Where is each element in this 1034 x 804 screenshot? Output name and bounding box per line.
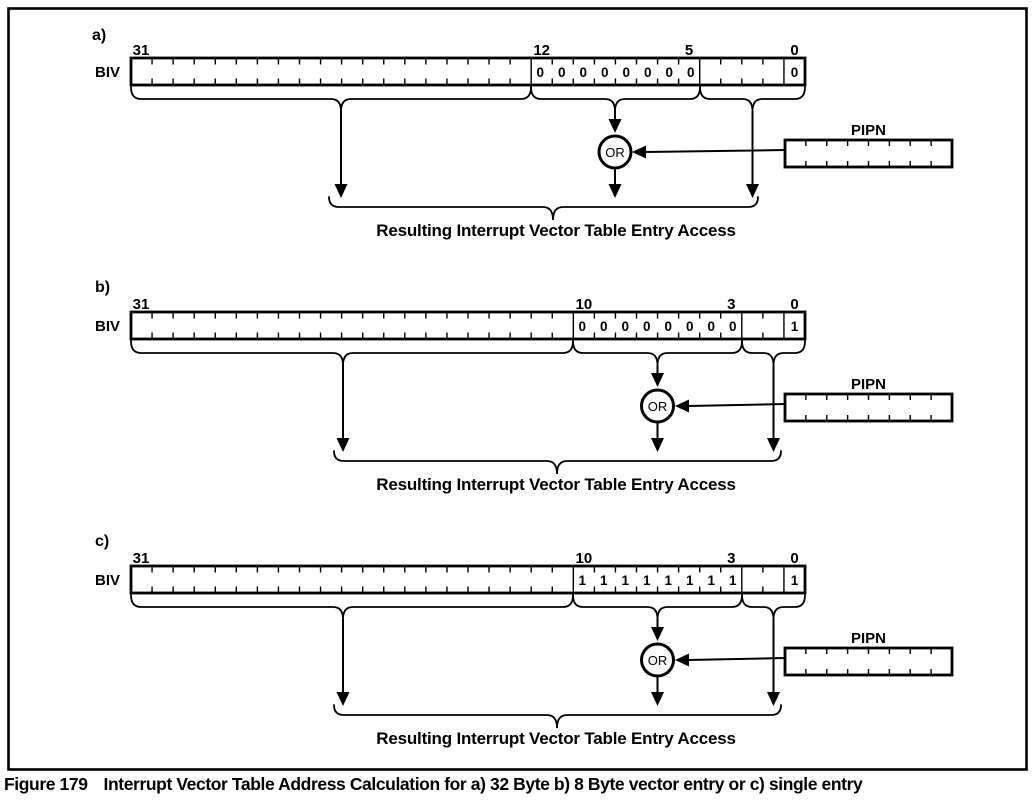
- diagram-a: a) 31 12 5 0 BIV 0 0 0 0 0 0 0 0 0 OR PI…: [92, 27, 954, 240]
- arrowhead-high-bits-a: [334, 184, 348, 198]
- bit-label-31-c: 31: [133, 550, 150, 567]
- bit0-value-a: 0: [791, 65, 799, 80]
- arrowhead-high-bits-b: [336, 438, 350, 452]
- biv-register-label-a: BIV: [95, 64, 120, 81]
- arrowhead-low-bits-a: [746, 184, 759, 198]
- result-brace-a: [328, 196, 759, 221]
- arrow-pipn-to-or-a: [644, 149, 786, 153]
- arrowhead-or-out-a: [608, 184, 622, 198]
- bit-label-high-a: 12: [533, 42, 550, 59]
- bit-label-low-a: 5: [685, 42, 693, 59]
- result-label-b: Resulting Interrupt Vector Table Entry A…: [376, 475, 735, 494]
- biv-register-ticks-a: [151, 58, 785, 85]
- bit-label-high-b: 10: [576, 296, 593, 313]
- arrowhead-field-to-or-c: [651, 627, 664, 641]
- pipn-label-c: PIPN: [851, 630, 886, 647]
- bit-label-31-b: 31: [133, 296, 150, 313]
- figure-caption-text: Interrupt Vector Table Address Calculati…: [103, 774, 863, 794]
- biv-register-ticks-c: [151, 566, 785, 593]
- pipn-ticks-b: [805, 394, 932, 421]
- pipn-label-b: PIPN: [851, 376, 886, 393]
- arrowhead-low-bits-c: [767, 692, 780, 706]
- diagram-b: b) 31 10 3 0 BIV 0 0 0 0 0 0 0 0 1 OR PI…: [95, 279, 954, 494]
- diagram-c: c) 31 10 3 0 BIV 1 1 1 1 1 1 1 1 1 OR PI…: [95, 533, 954, 748]
- arrowhead-pipn-to-or-a: [632, 145, 646, 159]
- biv-register-label-c: BIV: [95, 572, 120, 589]
- or-gate-label-c: OR: [648, 653, 668, 668]
- bit-label-low-c: 3: [727, 550, 735, 567]
- bit-label-31-a: 31: [133, 42, 150, 59]
- figure-caption: Figure 179 Interrupt Vector Table Addres…: [4, 774, 1032, 795]
- figure-border: [7, 7, 1028, 771]
- field-bits-a: 0 0 0 0 0 0 0 0: [537, 65, 695, 80]
- pipn-ticks-a: [805, 140, 932, 167]
- arrow-pipn-to-or-c: [687, 657, 786, 661]
- result-label-c: Resulting Interrupt Vector Table Entry A…: [376, 729, 735, 748]
- figure-canvas: a) 31 12 5 0 BIV 0 0 0 0 0 0 0 0 0 OR PI…: [7, 7, 1028, 771]
- result-brace-b: [333, 450, 782, 475]
- result-brace-c: [333, 704, 782, 729]
- bit-label-0-a: 0: [790, 42, 798, 59]
- result-label-a: Resulting Interrupt Vector Table Entry A…: [376, 221, 735, 240]
- arrowhead-field-to-or-b: [651, 373, 664, 387]
- arrowhead-pipn-to-or-b: [675, 399, 689, 413]
- field-bits-b: 0 0 0 0 0 0 0 0: [579, 319, 737, 334]
- diagram-a-tag: a): [92, 27, 106, 44]
- diagram-b-tag: b): [95, 279, 110, 296]
- diagram-c-tag: c): [95, 533, 109, 550]
- or-gate-label-b: OR: [648, 399, 668, 414]
- arrowhead-or-out-b: [651, 438, 664, 452]
- bit0-value-b: 1: [791, 319, 799, 334]
- arrowhead-pipn-to-or-c: [675, 653, 689, 667]
- biv-register-ticks-b: [151, 312, 785, 339]
- bit-label-0-c: 0: [790, 550, 798, 567]
- bit0-value-c: 1: [791, 573, 799, 588]
- arrowhead-or-out-c: [651, 692, 664, 706]
- arrow-pipn-to-or-b: [687, 403, 786, 407]
- bit-label-low-b: 3: [727, 296, 735, 313]
- bit-label-high-c: 10: [576, 550, 593, 567]
- bit-label-0-b: 0: [790, 296, 798, 313]
- biv-register-label-b: BIV: [95, 318, 120, 335]
- pipn-label-a: PIPN: [851, 122, 886, 139]
- or-gate-label-a: OR: [605, 145, 625, 160]
- arrowhead-low-bits-b: [767, 438, 780, 452]
- arrowhead-field-to-or-a: [608, 119, 622, 133]
- arrowhead-high-bits-c: [336, 692, 350, 706]
- figure-caption-number: Figure 179: [4, 774, 88, 794]
- pipn-ticks-c: [805, 648, 932, 675]
- field-bits-c: 1 1 1 1 1 1 1 1: [579, 573, 737, 588]
